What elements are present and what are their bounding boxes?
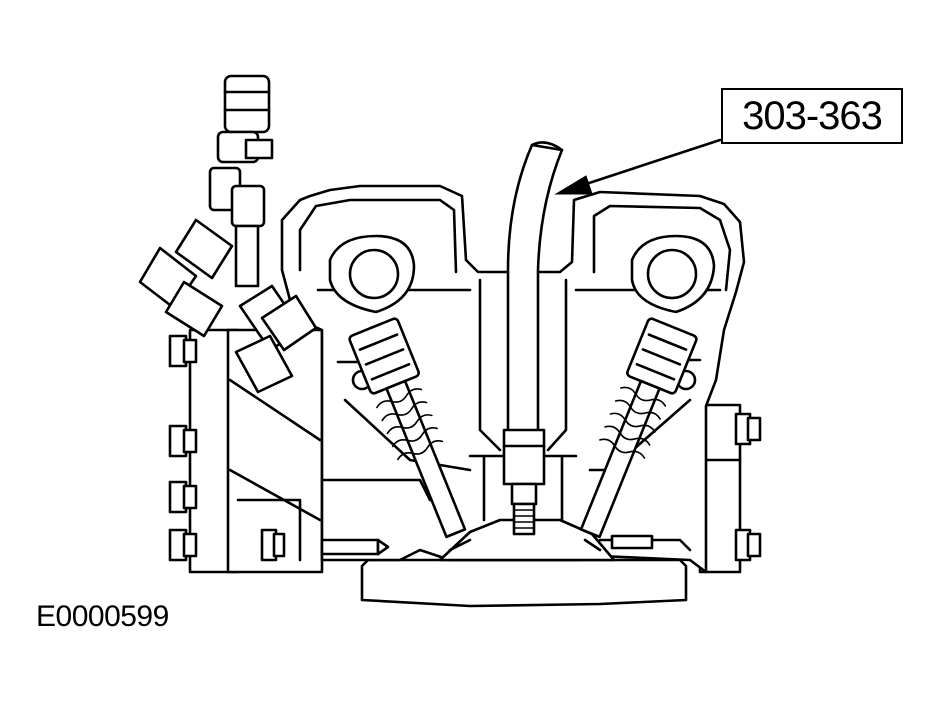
left-camshaft-bore bbox=[328, 234, 416, 314]
arrow-pointer-icon bbox=[554, 138, 722, 195]
left-bolt-2 bbox=[168, 424, 198, 458]
left-bolt-1 bbox=[168, 334, 198, 368]
special-tool-hose bbox=[502, 141, 564, 536]
right-bolt-2 bbox=[734, 528, 762, 562]
right-valve-assembly bbox=[579, 317, 698, 539]
right-camshaft-bore bbox=[630, 234, 716, 314]
left-bolt-4 bbox=[168, 528, 198, 562]
combustion-chamber bbox=[438, 518, 616, 562]
figure-id-label: E0000599 bbox=[36, 600, 169, 633]
locating-pin bbox=[320, 538, 390, 556]
right-bolt-1 bbox=[734, 412, 762, 446]
left-bolt-5 bbox=[260, 528, 286, 562]
fuel-injector-assembly bbox=[138, 74, 318, 394]
tool-number-callout: 303-363 bbox=[721, 88, 903, 144]
right-locating-slot bbox=[610, 534, 654, 550]
left-bolt-3 bbox=[168, 480, 198, 514]
left-valve-assembly bbox=[348, 317, 467, 539]
cylinder-block-lower bbox=[360, 558, 688, 608]
